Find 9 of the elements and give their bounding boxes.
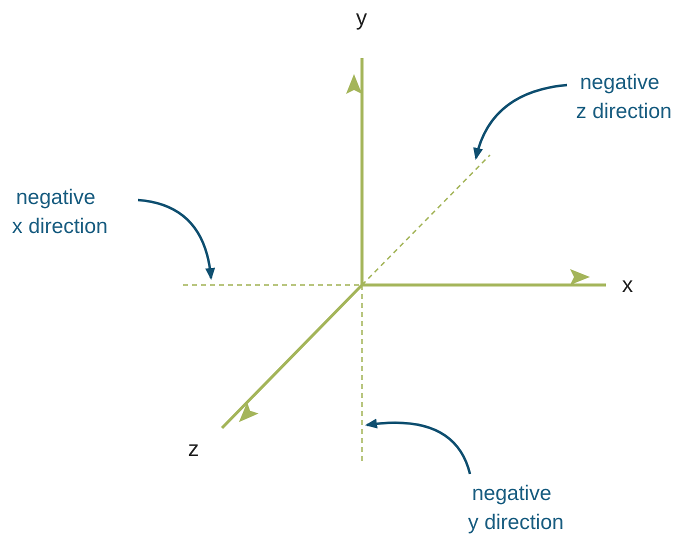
axis-label: x (622, 273, 633, 297)
leader-arrow (365, 418, 472, 474)
axis-label: y (356, 6, 367, 30)
callout-text: negative z direction (576, 68, 674, 126)
leader-arrow (474, 84, 568, 160)
callout-text: negative y direction (468, 479, 566, 535)
callout-text: negative x direction (12, 183, 110, 241)
axis-label: z (188, 437, 199, 461)
leader-arrow (138, 198, 215, 280)
